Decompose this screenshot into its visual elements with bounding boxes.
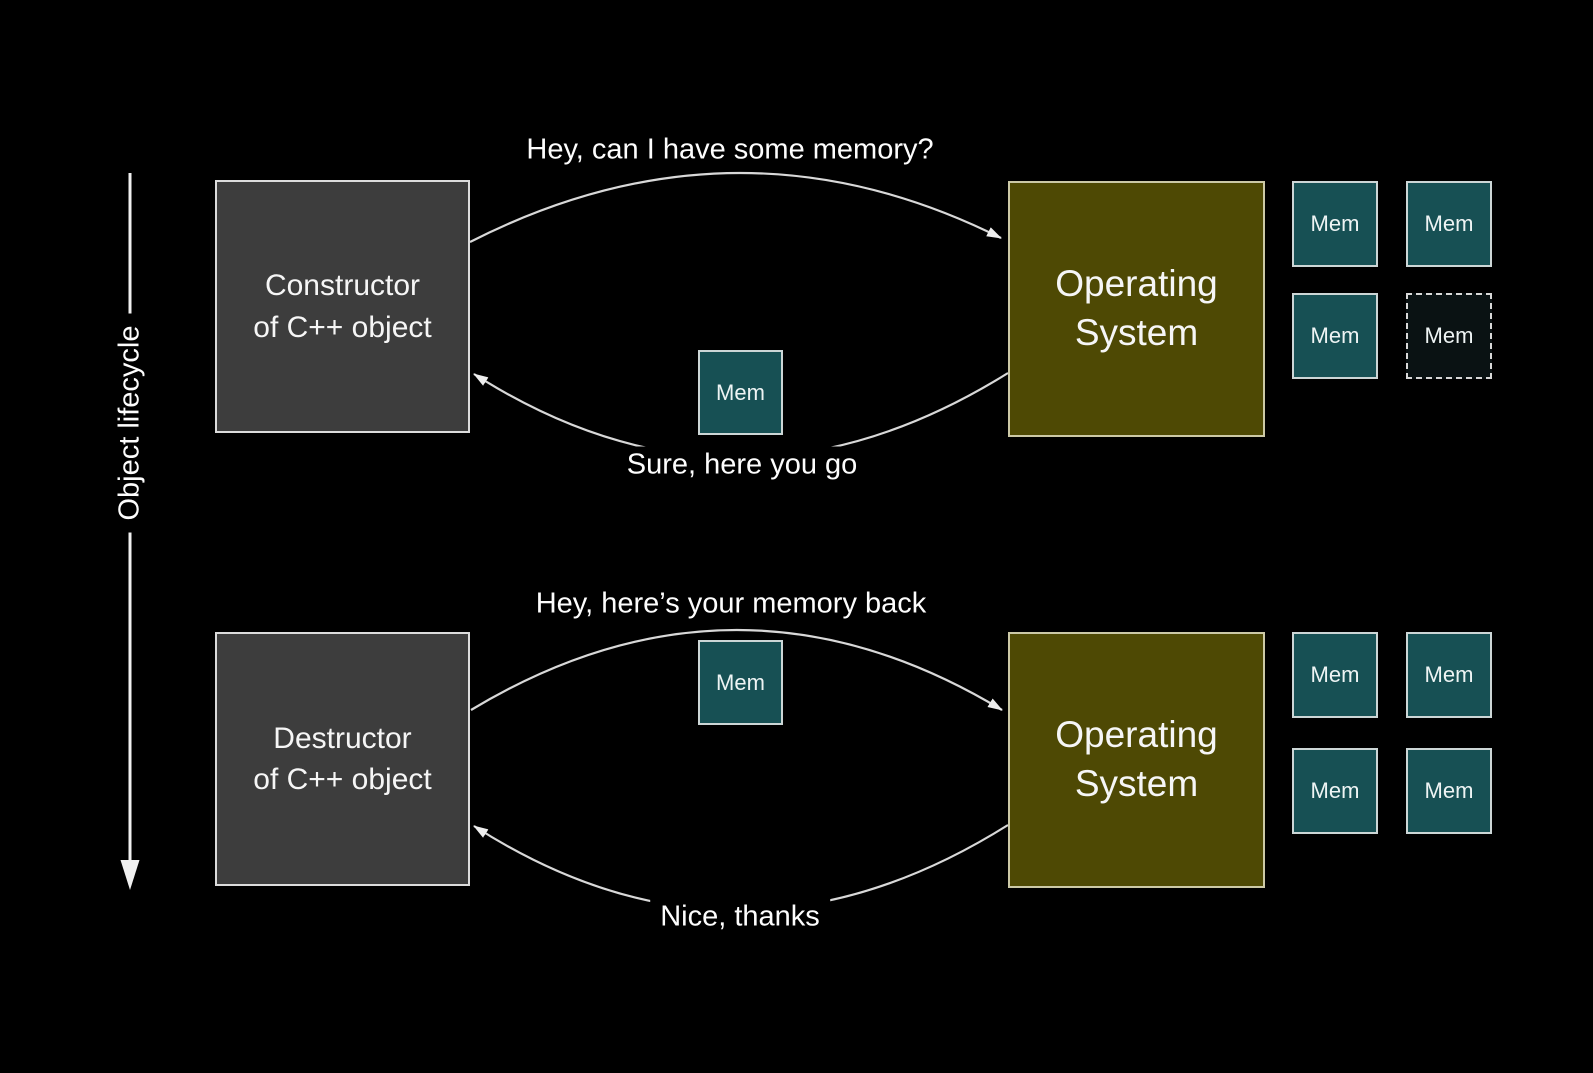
construction-request-label: Hey, can I have some memory? bbox=[516, 131, 944, 169]
lifecycle-axis-label: Object lifecycle bbox=[109, 313, 151, 533]
construction-response-label: Sure, here you go bbox=[616, 446, 868, 484]
os-mem-cell: Mem bbox=[1292, 632, 1378, 718]
os-mem-cell-label: Mem bbox=[1310, 662, 1360, 687]
os-mem-cell: Mem bbox=[1292, 748, 1378, 834]
os-mem-cell-allocated: Mem bbox=[1406, 293, 1492, 379]
os-mem-cell: Mem bbox=[1406, 181, 1492, 267]
transferred-mem-label-bottom: Mem bbox=[716, 669, 765, 695]
os-mem-cell-label: Mem bbox=[1310, 778, 1360, 803]
os-mem-cell-label: Mem bbox=[1310, 211, 1360, 236]
operating-system-label-top: Operating System bbox=[1055, 263, 1218, 353]
construction-request-arrow bbox=[469, 171, 1002, 243]
transferred-mem-label-top: Mem bbox=[716, 379, 765, 405]
destruction-request-arrow bbox=[470, 629, 1003, 711]
os-mem-cell: Mem bbox=[1292, 181, 1378, 267]
operating-system-box-top: Operating System bbox=[1008, 181, 1265, 437]
os-mem-cell-label: Mem bbox=[1310, 323, 1360, 348]
transferred-mem-box-top: Mem bbox=[698, 350, 783, 435]
os-mem-cell-label: Mem bbox=[1424, 662, 1474, 687]
os-mem-cell: Mem bbox=[1406, 748, 1492, 834]
constructor-box-label: Constructor of C++ object bbox=[253, 269, 432, 344]
destructor-box: Destructor of C++ object bbox=[215, 632, 470, 886]
operating-system-label-bottom: Operating System bbox=[1055, 714, 1218, 804]
destruction-response-arrow bbox=[473, 824, 1009, 912]
os-mem-cell: Mem bbox=[1406, 632, 1492, 718]
destruction-request-label: Hey, here’s your memory back bbox=[525, 585, 937, 623]
os-mem-cell-label: Mem bbox=[1424, 778, 1474, 803]
destructor-box-label: Destructor of C++ object bbox=[253, 721, 432, 796]
os-mem-cell-label: Mem bbox=[1424, 323, 1474, 348]
lifecycle-axis-arrowhead-icon bbox=[120, 860, 140, 890]
transferred-mem-box-bottom: Mem bbox=[698, 640, 783, 725]
os-mem-cell: Mem bbox=[1292, 293, 1378, 379]
os-mem-cell-label: Mem bbox=[1424, 211, 1474, 236]
destruction-response-label: Nice, thanks bbox=[650, 898, 830, 936]
constructor-box: Constructor of C++ object bbox=[215, 180, 470, 433]
operating-system-box-bottom: Operating System bbox=[1008, 632, 1265, 888]
